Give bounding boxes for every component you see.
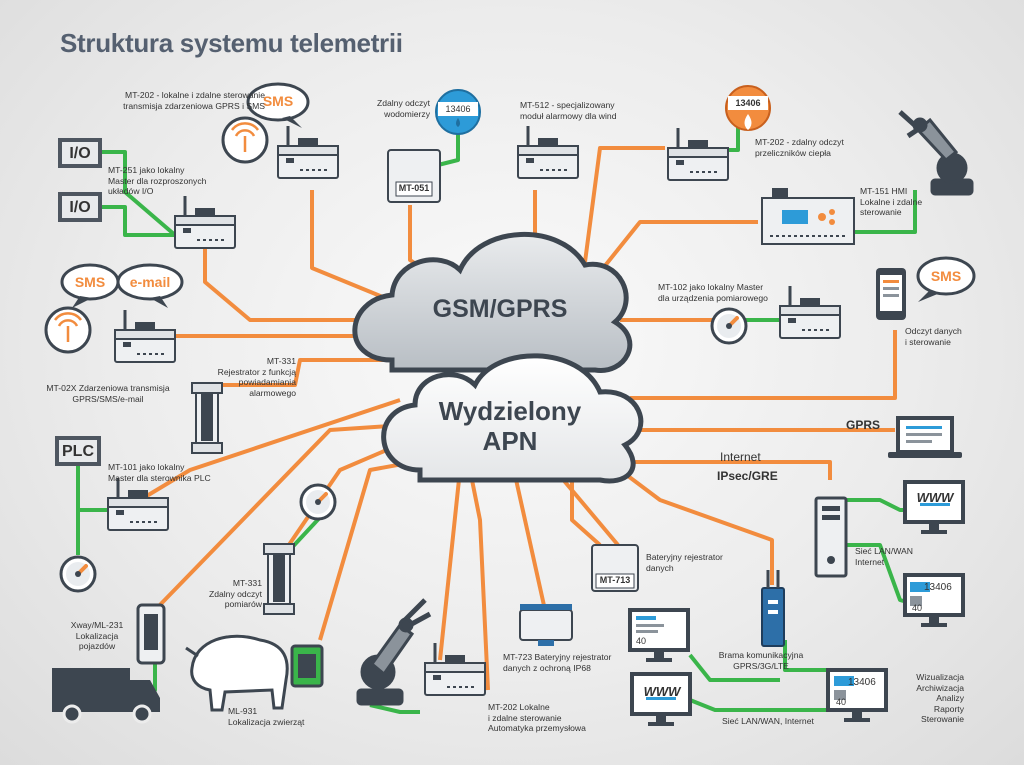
mt331-meter [263, 543, 295, 615]
gauge-icon-plc [59, 555, 97, 593]
gauge-icon-mt331 [299, 483, 337, 521]
io-badge-top: I/O [69, 145, 91, 162]
robot-arm-icon [898, 110, 974, 196]
cloud-apn-label: Wydzielony APN [420, 396, 600, 456]
mt723-device [519, 604, 573, 646]
mt202-industrial-modem [423, 641, 487, 697]
mt101-modem [106, 476, 170, 532]
xway-tracker-icon [136, 603, 166, 665]
www-label-bottom: WWW [643, 684, 681, 699]
mt202-sms-modem [276, 124, 340, 180]
sms-bubble-label-left: SMS [74, 274, 106, 290]
mt051-device [387, 149, 441, 203]
mt202-heat-modem [666, 126, 730, 182]
water-meter [435, 89, 481, 135]
heat-meter-counter: 13406 [735, 98, 761, 108]
mt02x-modem [113, 308, 177, 364]
smartphone-icon [876, 268, 906, 320]
gsm-gprs-cloud [352, 232, 644, 484]
dashboard-counter-main: 13406 [848, 677, 876, 688]
label-siec-lan-wan-internet: Sieć LAN/WAN, Internet [722, 716, 814, 726]
antenna-icons [44, 116, 269, 354]
io-badges [55, 138, 102, 466]
email-bubble-label: e-mail [129, 274, 171, 290]
server-tower-icon [814, 496, 848, 578]
dashboard-small-main: 40 [836, 697, 847, 707]
sms-bubble-label-top: SMS [262, 93, 294, 109]
mt251-modem [173, 194, 237, 250]
robot-arm-icon-industrial [356, 598, 432, 706]
mt713-device [591, 544, 639, 592]
cloud-apn-line2: APN [482, 426, 538, 456]
page-title: Struktura systemu telemetrii [60, 28, 403, 58]
ipsec-connection-label: IPsec/GRE [717, 469, 778, 483]
monitor-decor [636, 503, 950, 700]
mt512-modem [516, 124, 580, 180]
dashboard-small-right: 40 [912, 603, 923, 613]
mt102-modem [778, 284, 842, 340]
io-badge-bottom: I/O [69, 199, 91, 216]
mt151-hmi-device [761, 188, 855, 245]
sms-bubble-label-right: SMS [930, 268, 962, 284]
gateway-icon [761, 570, 785, 647]
water-meter-counter: 13406 [445, 104, 471, 114]
dashboard-small-left: 40 [636, 636, 647, 646]
mt051-label: MT-051 [398, 183, 430, 193]
dashboard-counter-right: 13406 [924, 582, 952, 593]
gauge-icon-mt102 [710, 307, 748, 345]
bison-icon [185, 634, 289, 712]
cloud-apn-line1: Wydzielony [438, 396, 582, 426]
internet-connection-label: Internet [720, 450, 761, 464]
truck-icon [52, 668, 160, 724]
laptop-icon [888, 416, 962, 458]
ml931-tracker [290, 644, 324, 688]
mt713-label: MT-713 [599, 575, 631, 585]
heat-meter [725, 85, 771, 131]
gprs-connection-label: GPRS [846, 418, 881, 432]
plc-badge: PLC [62, 443, 94, 460]
cloud-gsm-gprs-label: GSM/GPRS [432, 295, 568, 323]
www-label-right: WWW [916, 490, 954, 505]
sms-email-bubbles [60, 82, 976, 308]
